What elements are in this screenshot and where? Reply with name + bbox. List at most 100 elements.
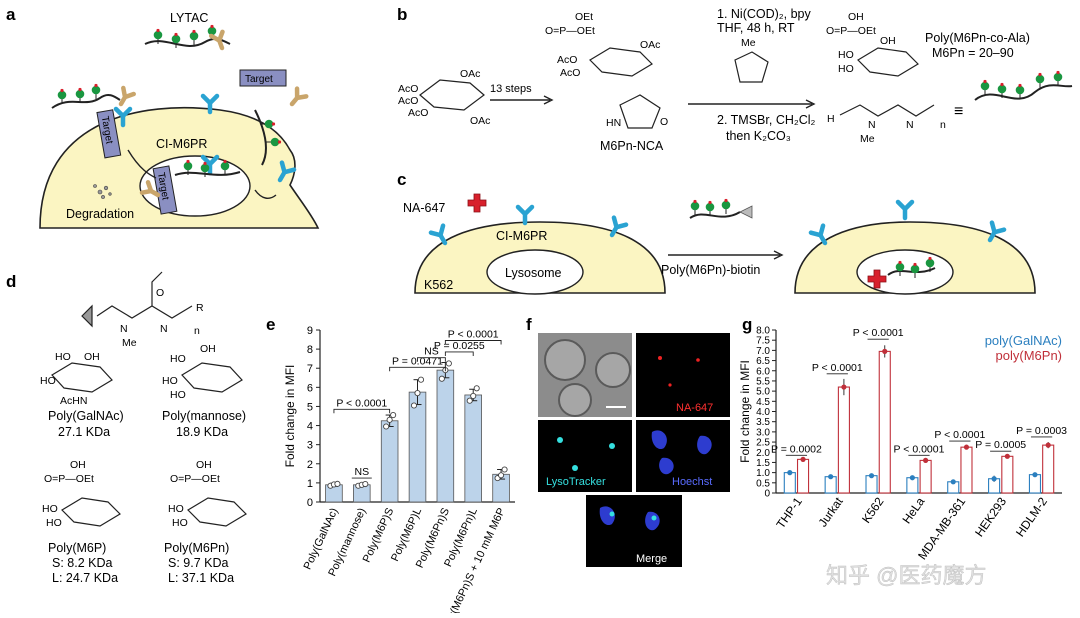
cond-1a: 1. Ni(COD)₂, bpy xyxy=(717,7,812,21)
panel-label-f: f xyxy=(526,315,532,334)
receptor-icon xyxy=(898,202,912,218)
lytac-bound xyxy=(51,83,306,200)
degradation-label: Degradation xyxy=(66,207,134,221)
cond-1b: THF, 48 h, RT xyxy=(717,21,795,35)
data-point xyxy=(438,375,445,382)
cond-2b: then K₂CO₃ xyxy=(726,129,791,143)
data-point xyxy=(800,456,806,462)
y-tick-label: 3 xyxy=(307,440,313,452)
y-tick-label: 7.5 xyxy=(756,336,770,347)
y-tick-label: 3.5 xyxy=(756,417,770,428)
bar xyxy=(464,394,482,503)
svg-text:O: O xyxy=(156,287,164,299)
reagent-label: Poly(M6Pn)-biotin xyxy=(661,263,760,277)
svg-text:N: N xyxy=(868,119,876,131)
data-point xyxy=(1032,472,1038,478)
y-tick-label: 7.0 xyxy=(756,346,770,357)
svg-text:S: 8.2 KDa: S: 8.2 KDa xyxy=(52,556,112,570)
data-point xyxy=(362,480,369,488)
data-point xyxy=(414,390,421,397)
data-point xyxy=(828,474,834,480)
receptor-icon xyxy=(518,207,532,223)
data-point xyxy=(841,384,847,390)
x-tick-label: Jurkat xyxy=(816,494,847,529)
x-tick-label: THP-1 xyxy=(774,494,806,531)
svg-text:18.9 KDa: 18.9 KDa xyxy=(176,425,228,439)
data-point xyxy=(390,411,397,419)
bar xyxy=(408,391,427,503)
svg-text:AcO: AcO xyxy=(398,95,418,107)
data-point xyxy=(417,376,425,383)
svg-text:O=P—OEt: O=P—OEt xyxy=(545,25,595,37)
svg-text:LysoTracker: LysoTracker xyxy=(546,476,606,488)
svg-text:N: N xyxy=(906,119,914,131)
svg-text:N: N xyxy=(120,323,128,335)
lytac-label: LYTAC xyxy=(170,11,208,25)
y-tick-label: 5 xyxy=(307,401,313,413)
dye-label: NA-647 xyxy=(403,201,445,215)
glycan-mannose: HO OH HO HO Poly(mannose) 18.9 KDa xyxy=(162,343,246,439)
svg-text:OH: OH xyxy=(84,351,100,363)
m6pn-nca: OEt O=P—OEt AcO AcO OAc HN O M6Pn-NCA xyxy=(545,11,668,153)
svg-text:AcO: AcO xyxy=(408,107,428,119)
steps-label: 13 steps xyxy=(490,83,532,95)
lysosome-c xyxy=(486,249,584,295)
svg-text:O=P—OEt: O=P—OEt xyxy=(170,473,220,485)
starting-sugar: AcO AcO AcO OAc OAc xyxy=(398,68,490,127)
significance-bracket xyxy=(444,340,502,345)
svg-text:L: 24.7 KDa: L: 24.7 KDa xyxy=(52,571,118,585)
target-protein-1: Target xyxy=(96,109,122,159)
y-axis-label: Fold change in MFI xyxy=(283,365,297,468)
data-point xyxy=(882,348,888,354)
bar-poly(M6Pn) xyxy=(919,459,932,494)
svg-text:OAc: OAc xyxy=(640,39,660,51)
svg-text:Poly(M6Pn): Poly(M6Pn) xyxy=(164,541,229,555)
svg-text:Me: Me xyxy=(860,133,875,145)
data-point xyxy=(909,475,915,481)
svg-text:HO: HO xyxy=(172,517,188,529)
micro-lysotracker: LysoTracker xyxy=(538,420,632,492)
svg-text:O=P—OEt: O=P—OEt xyxy=(44,473,94,485)
bar-poly(M6Pn) xyxy=(837,386,850,494)
target-protein-2: Target xyxy=(239,69,287,87)
y-tick-label: 1.5 xyxy=(756,458,770,469)
panel-label-e: e xyxy=(266,315,275,334)
panel-label-b: b xyxy=(397,5,407,24)
glycan-m6p: OH O=P—OEt HO HO Poly(M6P) S: 8.2 KDa L:… xyxy=(42,459,121,585)
legend-entry: poly(M6Pn) xyxy=(996,348,1062,363)
y-tick-label: 6 xyxy=(307,382,313,394)
svg-text:n: n xyxy=(940,119,946,131)
polymer-cartoon xyxy=(974,70,1073,101)
bar xyxy=(436,369,455,503)
y-tick-label: 2 xyxy=(307,459,313,471)
data-point xyxy=(410,402,418,409)
data-point xyxy=(466,397,473,404)
svg-text:HO: HO xyxy=(170,389,186,401)
svg-text:HO: HO xyxy=(55,351,71,363)
y-tick-label: 2.0 xyxy=(756,448,770,459)
micro-brightfield xyxy=(538,333,632,417)
significance-label: NS xyxy=(424,346,439,358)
significance-bracket xyxy=(417,357,446,362)
svg-text:Target: Target xyxy=(245,74,273,85)
significance-label: P < 0.0001 xyxy=(894,443,945,455)
x-tick-label: HeLa xyxy=(900,494,928,526)
bar-poly(M6Pn) xyxy=(1042,444,1055,494)
svg-text:OAc: OAc xyxy=(470,115,490,127)
data-point xyxy=(923,457,929,463)
significance-bracket xyxy=(444,351,474,356)
svg-text:Poly(mannose): Poly(mannose) xyxy=(162,409,246,423)
y-tick-label: 4.0 xyxy=(756,407,770,418)
svg-text:R: R xyxy=(196,302,204,314)
bar-poly(M6Pn) xyxy=(1001,455,1014,494)
micro-merge: Merge xyxy=(586,495,682,567)
y-tick-label: 0.5 xyxy=(756,478,770,489)
svg-text:HO: HO xyxy=(838,63,854,75)
panel-f: f NA-647 LysoTracker Hoechst xyxy=(526,315,730,567)
chart-g: 00.51.01.52.02.53.03.54.04.55.05.56.06.5… xyxy=(738,326,1067,563)
bar-poly(M6Pn) xyxy=(960,446,973,494)
svg-text:HO: HO xyxy=(42,503,58,515)
svg-text:HO: HO xyxy=(46,517,62,529)
arrow xyxy=(254,189,277,199)
